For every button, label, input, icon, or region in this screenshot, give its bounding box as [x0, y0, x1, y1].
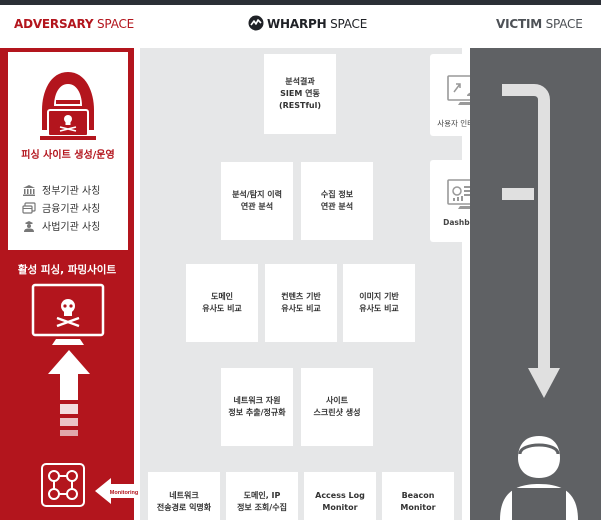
beacon-monitor-box: Beacon Monitor: [382, 472, 454, 532]
wharph-logo-icon: [248, 15, 264, 31]
siem-integration-box: 분석결과 SIEM 연동 (RESTful): [264, 54, 336, 134]
monitoring-arrow: Monitoring: [95, 478, 141, 504]
victim-space-header: VICTIM SPACE: [496, 17, 583, 31]
monitoring-label: Monitoring: [110, 490, 138, 496]
dashboard-label: Dashboard: [443, 218, 489, 227]
domain-ip-box: 도메인, IP 정보 조회/수집: [226, 472, 298, 532]
site-screenshot-box: 사이트 스크린샷 생성: [301, 368, 373, 446]
hacker-icon: [40, 72, 96, 140]
wharph-space-header: WHARPH SPACE: [248, 14, 367, 34]
bank-card-icon: [22, 202, 36, 214]
police-officer-icon: [24, 221, 34, 232]
history-analysis-box: 분석/탐지 이력 연관 분석: [221, 162, 293, 240]
phish-item-judicial: 사법기관 사칭: [22, 218, 100, 233]
access-log-monitor-box: Access Log Monitor: [304, 472, 376, 532]
phishing-monitor-icon: [31, 283, 105, 345]
network-path-box: 네트워크 전송경로 익명화: [148, 472, 220, 532]
network-nodes-icon: [41, 463, 85, 507]
feedback-arrow: [502, 84, 560, 398]
contents-similarity-box: 컨텐츠 기반 유사도 비교: [265, 264, 337, 342]
network-resource-box: 네트워크 자원 정보 추출/정규화: [221, 368, 293, 446]
phishing-site-title: 피싱 사이트 생성/운영: [21, 150, 115, 161]
top-bar: [0, 0, 601, 5]
phish-item-finance: 금융기관 사칭: [22, 200, 100, 215]
victim-user-icon: [500, 436, 578, 520]
user-interface-label: 사용자 인터페이스: [437, 119, 495, 128]
government-building-icon: [23, 185, 35, 196]
phish-item-government: 정부기관 사칭: [22, 182, 100, 197]
active-phishing-label: 활성 피싱, 파밍사이트: [17, 264, 117, 276]
adversary-space-header: ADVERSARY SPACE: [14, 17, 135, 31]
domain-similarity-box: 도메인 유사도 비교: [186, 264, 258, 342]
collected-info-analysis-box: 수집 정보 연관 분석: [301, 162, 373, 240]
up-arrow: [48, 350, 90, 436]
image-similarity-box: 이미지 기반 유사도 비교: [343, 264, 415, 342]
